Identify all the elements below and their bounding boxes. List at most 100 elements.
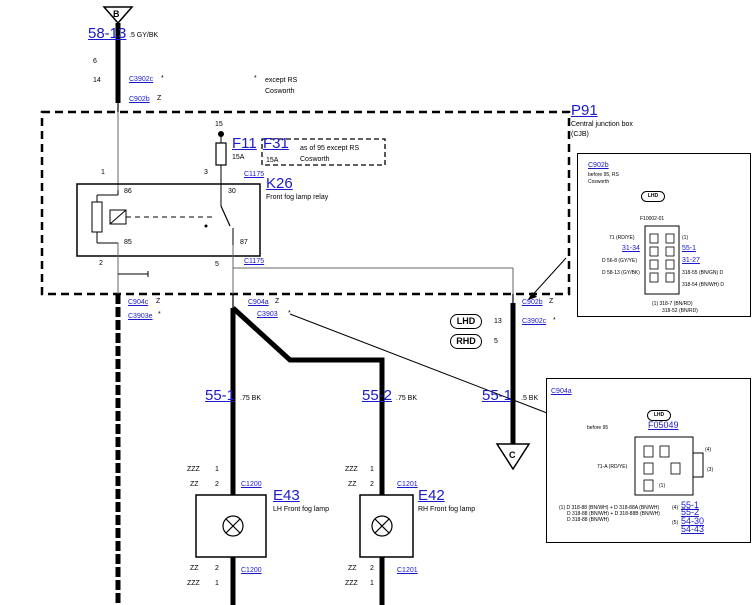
cjb-label-2: (CJB) xyxy=(571,131,589,138)
pin-6: 6 xyxy=(93,58,97,65)
inset-c904a-connector-drawing xyxy=(634,436,704,496)
lamp-e43-label: LH Front fog lamp xyxy=(273,506,330,513)
connector-c1200-bottom[interactable]: C1200 xyxy=(241,567,262,574)
lamp-e42-pin-2: 2 xyxy=(370,481,374,488)
wire-size-color: .5 GY/BK xyxy=(129,32,159,39)
relay-pin-1: 1 xyxy=(101,169,105,176)
inset-c904a-r3[interactable]: 54-30 xyxy=(681,516,705,526)
lamp-e42-pin-1-bottom: 1 xyxy=(370,580,374,587)
inset-c904a-footnote: (1) D 318-88 (BN/WH) + D 318-88A (BN/WH) xyxy=(559,505,660,511)
lamp-e43-zzz: ZZZ xyxy=(187,466,200,473)
star-mark-2: * xyxy=(158,311,161,318)
lhd-pin: 13 xyxy=(494,318,502,325)
z-mark-4: Z xyxy=(549,298,554,305)
wire-ref-55-1-right[interactable]: 55-1 xyxy=(482,387,513,404)
connector-c1201[interactable]: C1201 xyxy=(397,481,418,488)
inset-c902b-title[interactable]: C902b xyxy=(588,162,609,169)
z-mark-2: Z xyxy=(156,298,161,305)
inset-c902b-footnote: (1) 318-7 (BN/RD) xyxy=(652,301,693,307)
relay-pin-5: 5 xyxy=(215,261,219,268)
lamp-e42-zz-bottom: ZZ xyxy=(348,565,357,572)
connector-c3903[interactable]: C3903 xyxy=(257,311,278,318)
inset-c902b-part: F10002-01 xyxy=(640,216,665,222)
relay-pin-30: 30 xyxy=(228,188,236,195)
inset-c902b-r3[interactable]: 31-27 xyxy=(682,257,700,264)
fuse-f11-amp: 15A xyxy=(232,154,245,161)
inset-c902b-r4: 318-55 (BN/GN) D xyxy=(682,270,724,276)
except-note-2: Cosworth xyxy=(265,88,295,95)
inset-c902b-l2[interactable]: 31-34 xyxy=(622,245,640,252)
relay-pin-86: 86 xyxy=(124,188,132,195)
inset-c904a-left: 71-A (RD/YE) xyxy=(597,464,628,470)
inset-c902b-r1: (1) xyxy=(682,235,689,241)
rhd-badge: RHD xyxy=(450,334,482,349)
relay-k26-box xyxy=(76,183,261,257)
lamp-e42-zzz-bottom: ZZZ xyxy=(345,580,358,587)
inset-c904a-part[interactable]: F05049 xyxy=(648,420,679,430)
z-mark-3: Z xyxy=(275,298,280,305)
inset-c904a-footnote-3: D 318-88 (BN/WH) xyxy=(567,517,609,523)
lamp-e43-zz: ZZ xyxy=(190,481,199,488)
lamp-e42-pin-2-bottom: 2 xyxy=(370,565,374,572)
inset-c904a-r2[interactable]: 55-2 xyxy=(681,507,700,517)
connector-c902b-right[interactable]: C902b xyxy=(522,299,543,306)
relay-label: Front fog lamp relay xyxy=(266,194,329,201)
connector-c3902c[interactable]: C3902c xyxy=(129,76,154,83)
star-mark: * xyxy=(161,75,164,82)
wire-ref-55-1-left[interactable]: 55-1 xyxy=(205,387,236,404)
connector-c1201-bottom[interactable]: C1201 xyxy=(397,567,418,574)
inset-c904a-p1: (1) xyxy=(659,483,666,489)
inset-c904a: C904a LHD before 95 F05049 71-A (RD/YE) … xyxy=(546,378,751,543)
relay-pin-3: 3 xyxy=(204,169,208,176)
connector-c1175-bottom[interactable]: C1175 xyxy=(244,258,265,265)
inset-c904a-r1[interactable]: 55-1 xyxy=(681,500,700,510)
lamp-ref-e43[interactable]: E43 xyxy=(273,487,300,504)
fuse-f11[interactable]: F11 xyxy=(232,135,257,152)
lamp-e43-zz-bottom: ZZ xyxy=(190,565,199,572)
relay-ref-k26[interactable]: K26 xyxy=(266,175,293,192)
wire-ref-55-2[interactable]: 55-2 xyxy=(362,387,393,404)
connector-c904a[interactable]: C904a xyxy=(248,299,269,306)
inset-c904a-title[interactable]: C904a xyxy=(551,388,572,395)
lamp-ref-e42[interactable]: E42 xyxy=(418,487,445,504)
connector-c1175-top[interactable]: C1175 xyxy=(244,171,265,178)
cjb-label: Central junction box xyxy=(571,121,633,128)
inset-c904a-p3: (3) xyxy=(707,467,714,473)
inset-c904a-n5: (5) xyxy=(672,520,679,526)
connector-c3903e[interactable]: C3903e xyxy=(128,313,153,320)
wire-size-1: .75 BK xyxy=(240,395,262,402)
inset-c904a-n4: (4) xyxy=(672,505,679,511)
connector-b-triangle xyxy=(102,6,134,25)
lamp-e42-pin-1: 1 xyxy=(370,466,374,473)
fuse-note-2: Cosworth xyxy=(300,156,330,163)
connector-c1200[interactable]: C1200 xyxy=(241,481,262,488)
relay-pin-85: 85 xyxy=(124,239,132,246)
fuse-f31[interactable]: F31 xyxy=(263,135,289,152)
inset-c902b-l1: 71 (RD/YE) xyxy=(609,235,635,241)
connector-c3902c-right[interactable]: C3902c xyxy=(522,318,547,325)
z-mark: Z xyxy=(157,95,162,102)
star-mark-3: * xyxy=(288,310,291,317)
fuse-terminal-15: 15 xyxy=(215,121,223,128)
wire-ref-58-13[interactable]: 58-13 xyxy=(88,25,127,42)
inset-c904a-r4[interactable]: 54-43 xyxy=(681,524,705,534)
inset-c902b-connector-drawing xyxy=(644,225,680,295)
connector-c902b[interactable]: C902b xyxy=(129,96,150,103)
inset-c902b-l4: D 58-13 (GY/BK) xyxy=(602,270,640,276)
wire-size-2: .75 BK xyxy=(396,395,418,402)
inset-c902b-l3: D 56-8 (GY/YE) xyxy=(602,258,638,264)
wire-size-3: .5 BK xyxy=(521,395,539,402)
connector-b-label: B xyxy=(113,9,120,19)
connector-c904c[interactable]: C904c xyxy=(128,299,149,306)
cjb-ref-p91[interactable]: P91 xyxy=(571,102,598,119)
inset-c902b-r2[interactable]: 55-1 xyxy=(682,245,697,252)
cjb-boundary xyxy=(40,110,571,296)
fuse-note: as of 95 except RS xyxy=(300,145,360,152)
lamp-e43-pin-1: 1 xyxy=(215,466,219,473)
inset-c902b: C902b before 95, RS Cosworth LHD F10002-… xyxy=(577,153,751,317)
inset-c902b-r5: 318-54 (BN/WH) D xyxy=(682,282,724,288)
connector-c-triangle xyxy=(495,443,531,471)
inset-c904a-lhd: LHD xyxy=(647,410,671,421)
lamp-e43-pin-2-bottom: 2 xyxy=(215,565,219,572)
